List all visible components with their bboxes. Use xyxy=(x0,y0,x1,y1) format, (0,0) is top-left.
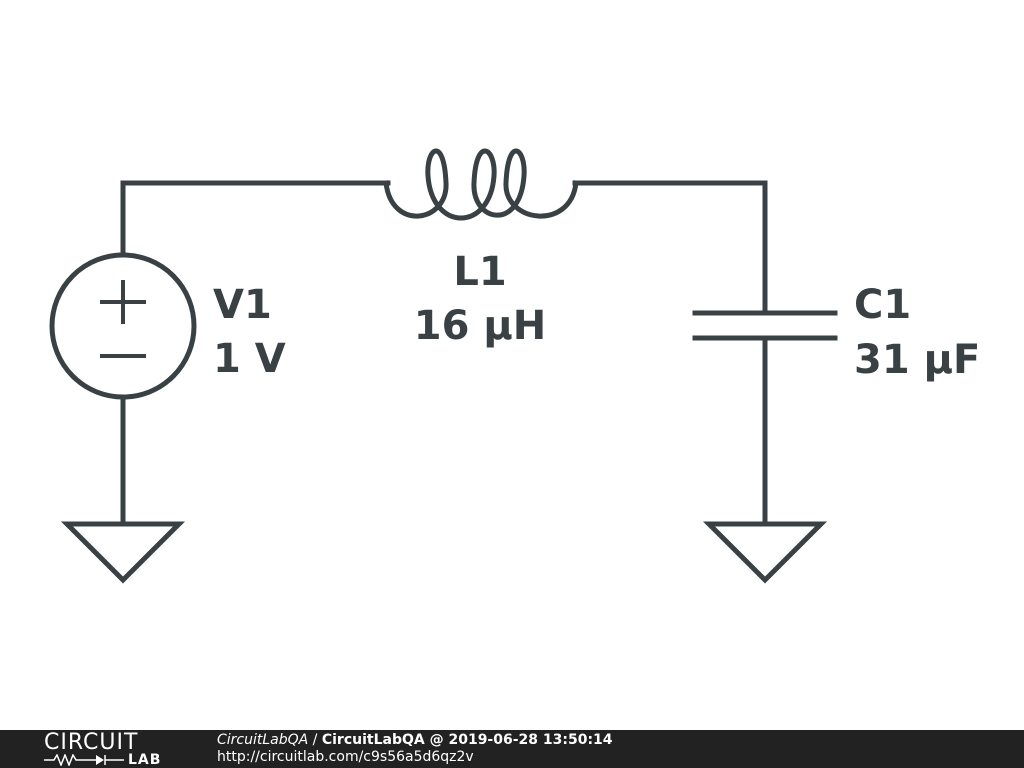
circuit-url[interactable]: http://circuitlab.com/c9s56a5d6qz2v xyxy=(217,749,474,765)
author-link[interactable]: CircuitLabQA xyxy=(217,732,309,748)
logo-wordmark-top: CIRCUIT xyxy=(44,730,139,755)
wire-top-left[interactable] xyxy=(120,180,391,258)
ground-left-icon[interactable] xyxy=(60,521,186,584)
voltage-source-v1[interactable] xyxy=(49,252,197,400)
circuit-title-line: CircuitLabQA / CircuitLabQA @ 2019-06-28… xyxy=(217,732,613,749)
inductor-coil-icon xyxy=(383,148,579,221)
plus-sign-icon xyxy=(100,280,146,324)
circuit-schematic: V1 1 V L1 16 µH C1 31 µF xyxy=(49,148,980,584)
source-name-label: V1 xyxy=(213,282,272,328)
circuit-meta: CircuitLabQA / CircuitLabQA @ 2019-06-28… xyxy=(217,732,613,766)
inductor-name-label: L1 xyxy=(453,249,506,295)
source-value-label: 1 V xyxy=(213,336,286,382)
wire-top-right[interactable] xyxy=(572,180,768,316)
circuitlab-logo[interactable]: CIRCUIT LAB xyxy=(40,730,180,768)
inductor-value-label: 16 µH xyxy=(414,303,547,349)
capacitor-value-label: 31 µF xyxy=(854,337,980,383)
resistor-diode-icon xyxy=(44,754,124,766)
logo-wordmark-bottom: LAB xyxy=(128,752,162,768)
voltage-source-body xyxy=(49,252,197,400)
capacitor-name-label: C1 xyxy=(854,282,911,328)
inductor-l1[interactable] xyxy=(383,148,579,221)
capacitor-c1[interactable] xyxy=(692,310,838,341)
footer-bar: CIRCUIT LAB CircuitLabQA / CircuitLabQA … xyxy=(0,730,1024,768)
circuit-title[interactable]: CircuitLabQA @ 2019-06-28 13:50:14 xyxy=(321,732,613,748)
title-separator: / xyxy=(308,732,322,748)
ground-right-icon[interactable] xyxy=(702,521,828,584)
